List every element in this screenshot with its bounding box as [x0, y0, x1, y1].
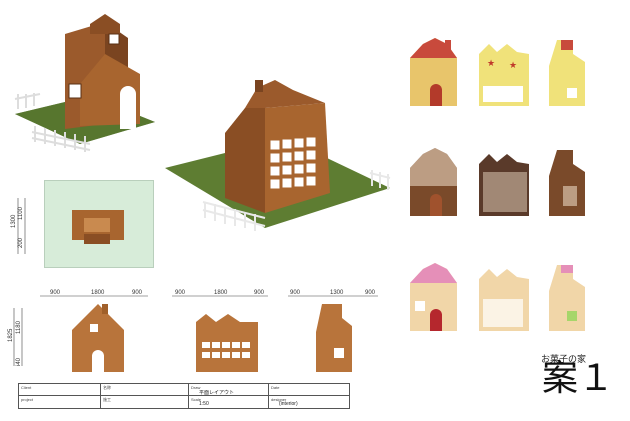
title-block-label-date: Date — [271, 385, 280, 390]
title-block: Client project 名称 施工 Draw 平面レイアウト Scale … — [18, 383, 350, 409]
perspective-render-tower-house — [14, 14, 155, 152]
variant-checker-front — [410, 148, 457, 216]
elevation-side — [316, 304, 352, 372]
dim-back-mid: 1800 — [214, 290, 228, 296]
dim-side-mid: 1300 — [330, 290, 344, 296]
variant-checker-side — [549, 150, 585, 216]
title-block-label-scale: Scale — [191, 397, 202, 402]
elevation-back — [196, 314, 258, 372]
dim-640: 640 — [16, 357, 22, 366]
title-block-value-designer: (interior) — [279, 401, 298, 407]
title-block-label-project: project — [21, 397, 34, 402]
title-block-label-client: Client — [21, 385, 32, 390]
title-block-value-scale: 1:50 — [199, 401, 209, 407]
dim-back-right: 900 — [254, 290, 265, 296]
sheet-subtitle: お菓子の家 — [541, 354, 587, 364]
svg-text:★: ★ — [487, 58, 495, 68]
dim-front-right: 900 — [132, 290, 143, 296]
title-block-value-draw: 平面レイアウト — [199, 390, 235, 396]
title-block-label-draw: Draw — [191, 385, 201, 390]
title-block-label-designer: designer — [271, 397, 287, 402]
dim-1825: 1825 — [8, 328, 14, 342]
plan-dimension-vertical: 1300 1100 200 — [11, 198, 26, 254]
dim-back-left: 900 — [175, 290, 186, 296]
title-block-label-construction: 施工 — [103, 397, 111, 402]
dim-1180: 1180 — [16, 320, 22, 334]
variant-brick-front — [410, 38, 457, 106]
dim-1100: 1100 — [18, 206, 24, 220]
dim-side-right: 900 — [365, 290, 376, 296]
dim-side-left: 900 — [290, 290, 301, 296]
dim-200: 200 — [18, 237, 24, 248]
title-block-label-name: 名称 — [103, 385, 111, 390]
variant-cookie-side — [549, 40, 585, 106]
dim-front-mid: 1800 — [91, 290, 105, 296]
variant-candy-front — [410, 263, 457, 331]
variant-grid: ★ ★ — [410, 38, 585, 331]
perspective-render-shelf-house — [165, 80, 391, 231]
variant-candy-side — [549, 265, 585, 331]
variant-checker-back — [479, 154, 529, 216]
plan-view-house — [72, 210, 124, 244]
elevation-front — [72, 304, 124, 372]
sheet-title: 案１ — [542, 357, 615, 398]
dim-front-left: 900 — [50, 290, 61, 296]
elevation-dimensions: 900 1800 900 900 1800 900 900 1300 900 1… — [8, 290, 378, 366]
svg-text:★: ★ — [509, 60, 517, 70]
variant-cookie-back: ★ ★ — [479, 44, 529, 106]
dim-1300: 1300 — [11, 214, 17, 228]
variant-candy-back — [479, 269, 529, 331]
